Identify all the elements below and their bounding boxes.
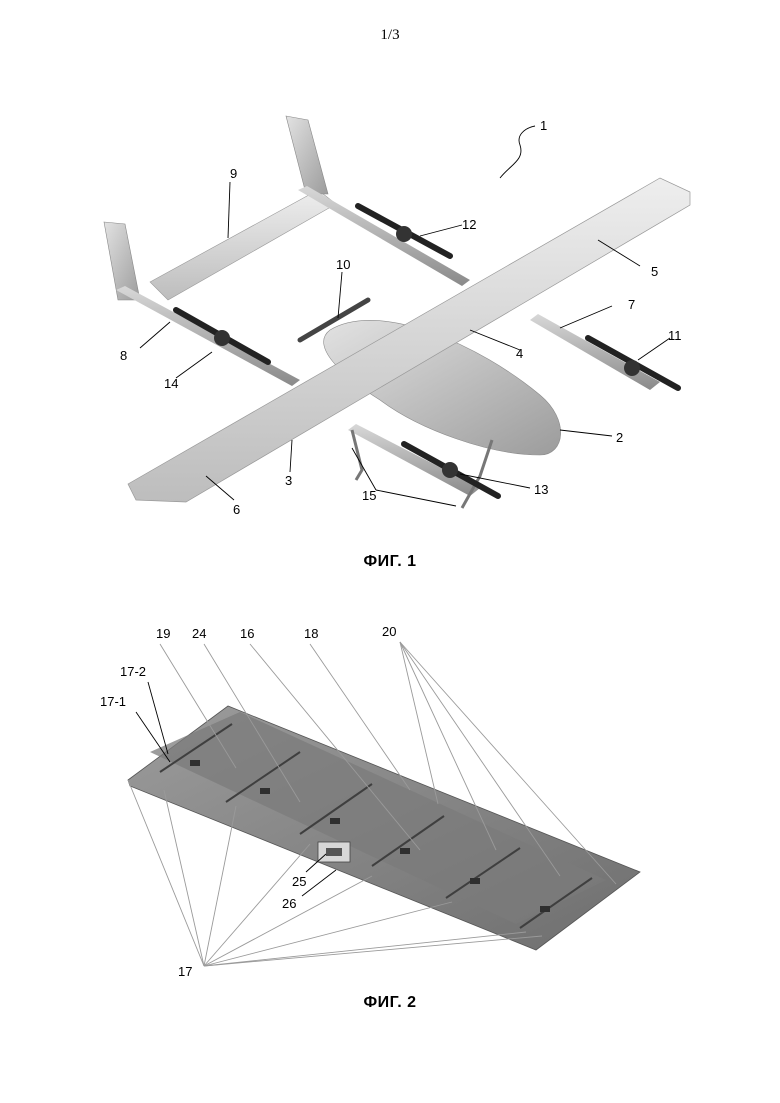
fig2-label-16: 16	[240, 626, 254, 641]
fig2-label-17: 17	[178, 964, 192, 979]
fig2-label-18: 18	[304, 626, 318, 641]
connector-socket	[326, 848, 342, 856]
figure-2-drawing: 19 24 16 18 20 17-2 17-1 25 26 17	[0, 0, 780, 990]
fig2-label-25: 25	[292, 874, 306, 889]
fig2-label-17-2: 17-2	[120, 664, 146, 679]
fig2-label-20: 20	[382, 624, 396, 639]
fig2-label-26: 26	[282, 896, 296, 911]
figure-2-caption: ФИГ. 2	[0, 994, 780, 1012]
fig2-label-24: 24	[192, 626, 206, 641]
fig2-label-17-1: 17-1	[100, 694, 126, 709]
fig2-label-19: 19	[156, 626, 170, 641]
